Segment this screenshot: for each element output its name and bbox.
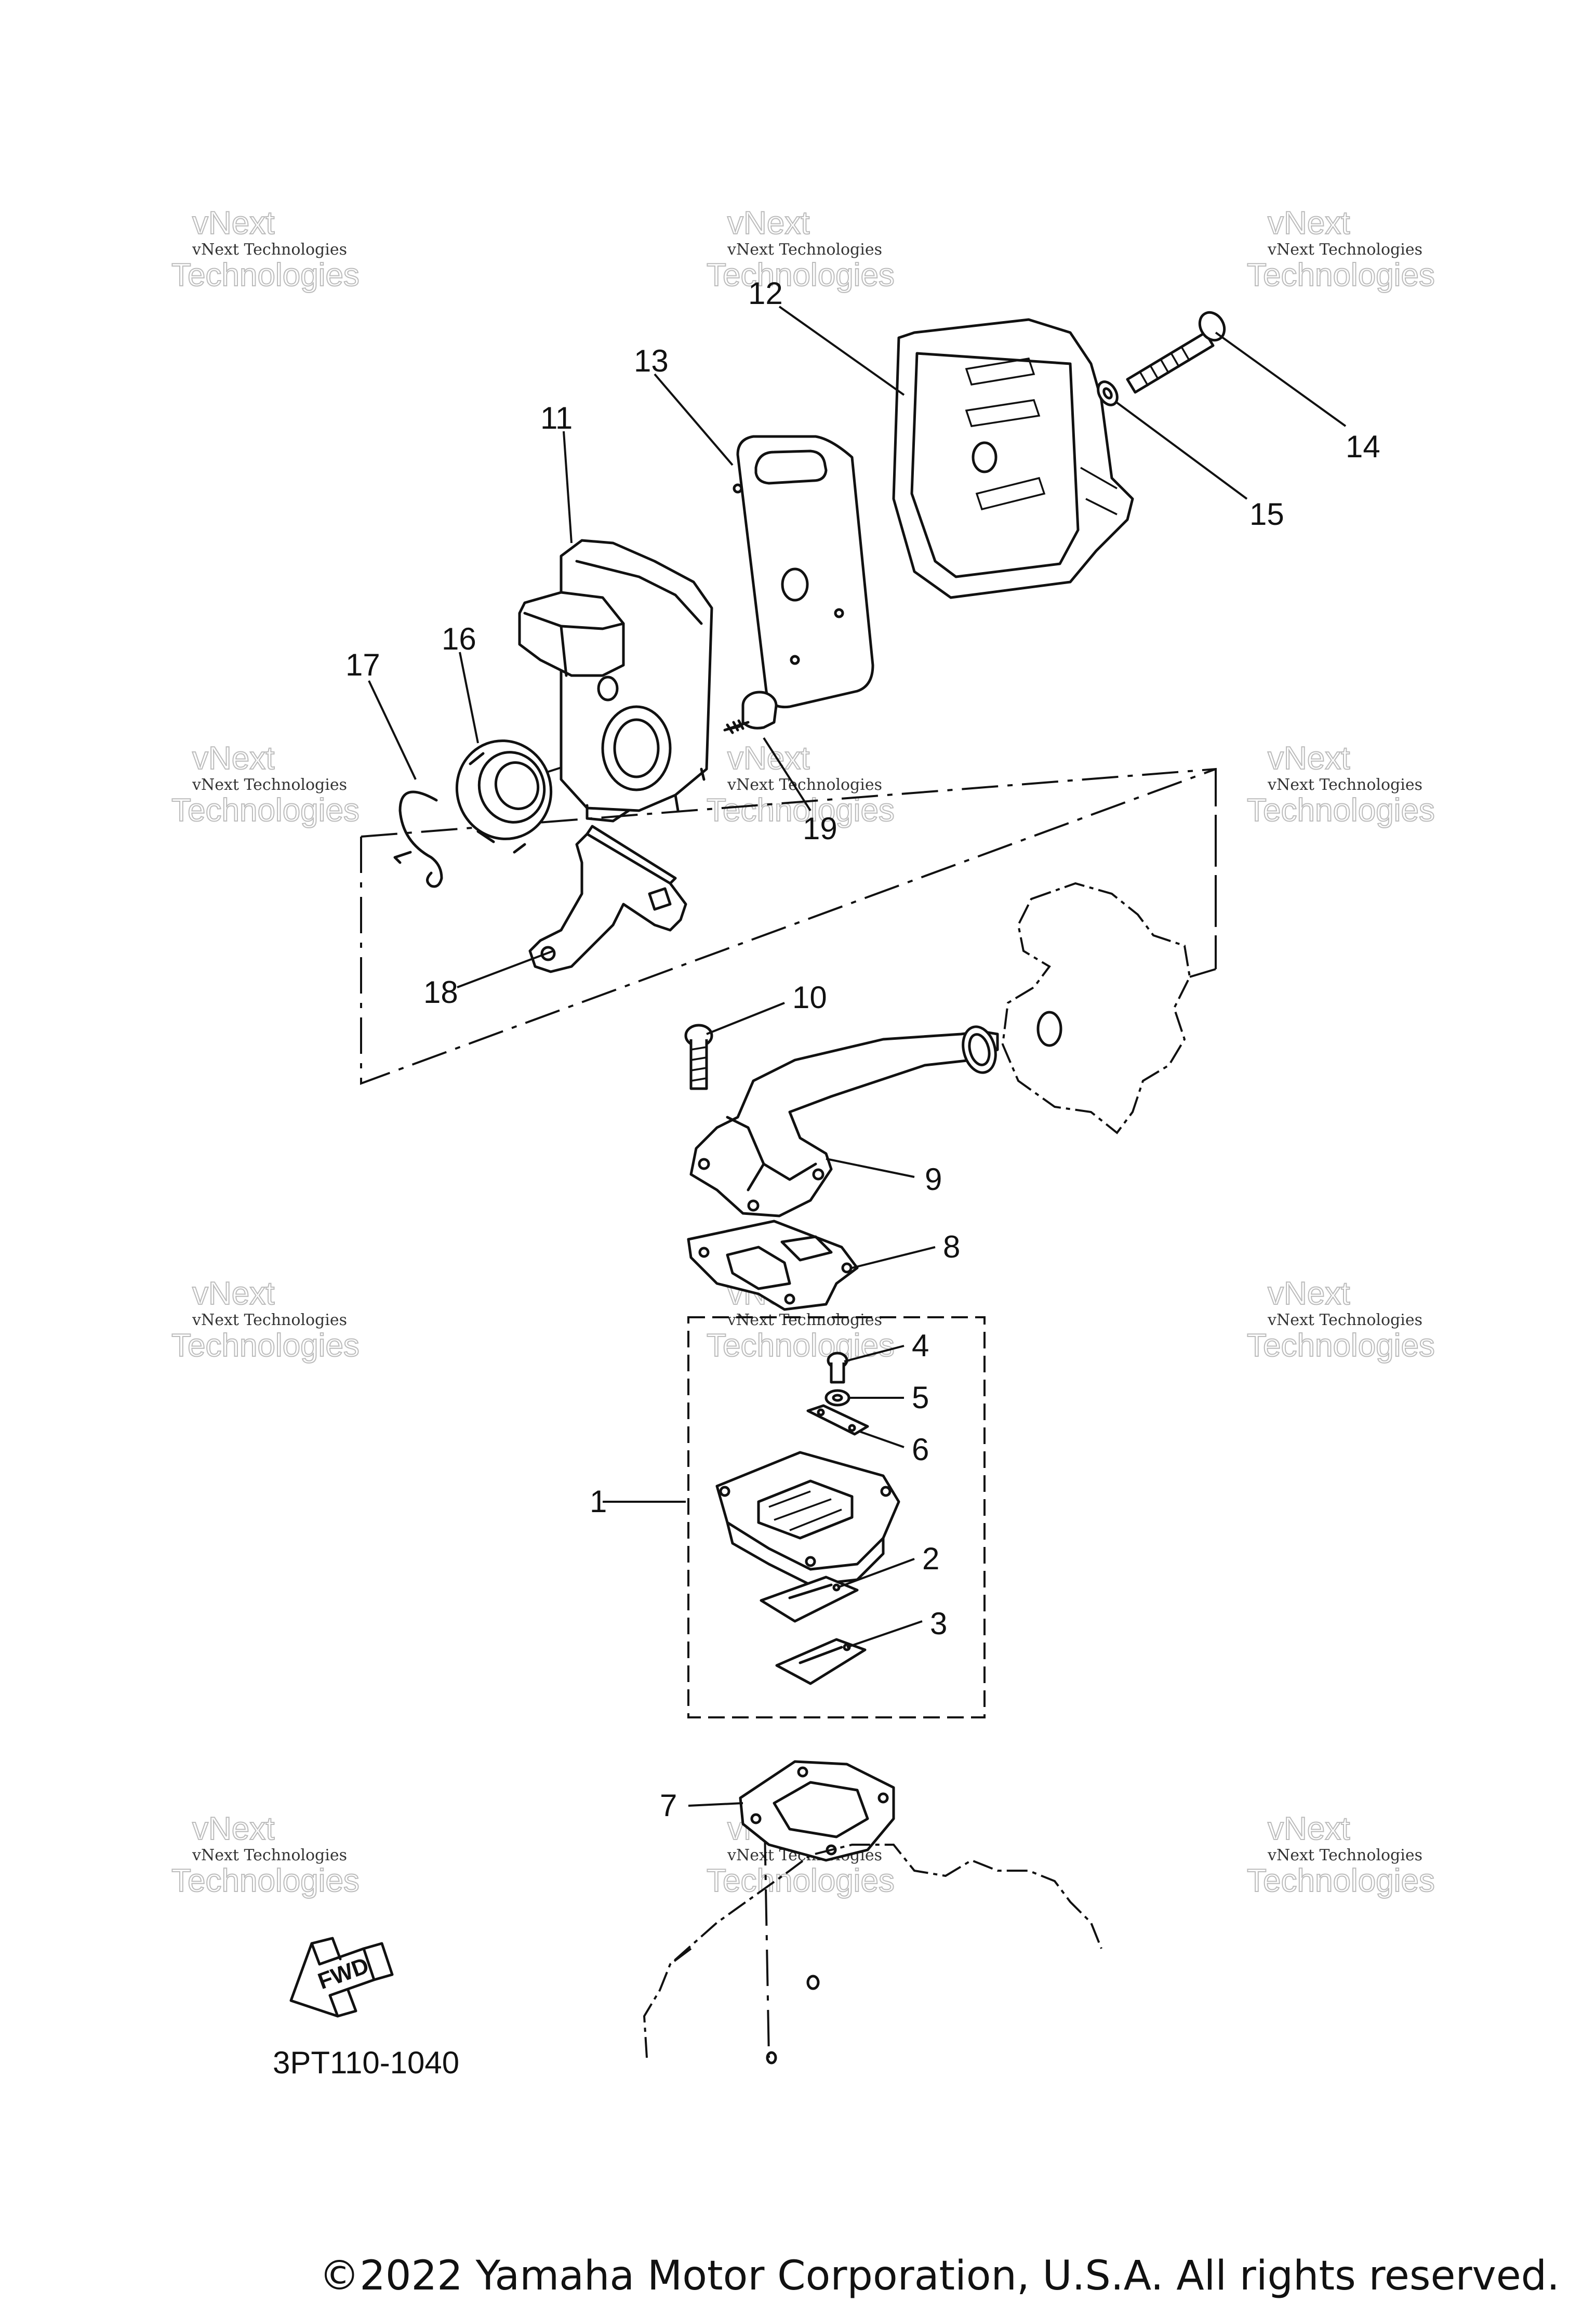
part-label-13: 13	[634, 343, 669, 378]
watermark-text: vNext Technologies	[727, 241, 882, 259]
watermark-technologies: Technologies	[1247, 792, 1435, 828]
watermark-vnext: vNext	[1268, 1811, 1350, 1847]
part-label-11: 11	[540, 401, 573, 435]
part-label-7: 7	[660, 1788, 677, 1823]
part-label-10: 10	[792, 980, 827, 1015]
part-label-5: 5	[912, 1380, 929, 1415]
stopper-6	[806, 1404, 869, 1436]
watermark-text: vNext Technologies	[1267, 1311, 1422, 1329]
watermark-text: vNext Technologies	[1267, 1846, 1422, 1864]
part-label-9: 9	[925, 1162, 942, 1197]
assembly-lines	[360, 725, 1217, 2058]
reed-3	[775, 1638, 867, 1685]
part-label-14: 14	[1346, 429, 1380, 464]
diagram-code: 3PT110-1040	[273, 2045, 459, 2080]
part-label-19: 19	[803, 811, 837, 846]
washer-5	[824, 1389, 850, 1407]
watermark-technologies: Technologies	[1247, 1328, 1435, 1364]
intake-manifold	[689, 1025, 999, 1217]
part-label-4: 4	[912, 1328, 929, 1363]
watermark-vnext: vNext	[192, 1811, 274, 1847]
watermark-technologies: Technologies	[707, 1863, 895, 1899]
gasket-8	[687, 1220, 859, 1311]
watermark-technologies: Technologies	[1247, 1863, 1435, 1899]
watermark-vnext: vNext	[1268, 740, 1350, 776]
phantom-crankcase	[643, 1844, 1102, 2064]
silencer	[518, 539, 713, 823]
watermark-text: vNext Technologies	[1267, 776, 1422, 794]
part-label-18: 18	[423, 975, 458, 1010]
bolt-19	[723, 691, 778, 734]
part-label-15: 15	[1249, 497, 1284, 532]
watermark-text: vNext Technologies	[1267, 241, 1422, 259]
watermark-vnext: vNext	[1268, 1276, 1350, 1312]
watermark-vnext: vNext	[727, 205, 809, 241]
joint-16	[455, 739, 553, 854]
watermark-vnext: vNext	[192, 740, 274, 776]
reed-2	[760, 1576, 859, 1623]
part-label-2: 2	[922, 1541, 939, 1576]
part-label-16: 16	[442, 621, 476, 656]
part-label-8: 8	[943, 1229, 960, 1264]
copyright-notice: ©2022 Yamaha Motor Corporation, U.S.A. A…	[319, 2253, 1560, 2299]
watermark-technologies: Technologies	[1247, 257, 1435, 293]
clip-17	[393, 790, 443, 888]
washer-15	[1097, 380, 1119, 406]
part-label-12: 12	[748, 276, 783, 311]
watermark-technologies: Technologies	[707, 257, 895, 293]
silencer-gasket	[733, 435, 874, 709]
part-label-3: 3	[930, 1606, 947, 1641]
bolt-14	[1126, 311, 1226, 394]
reed-valve-body	[715, 1451, 900, 1586]
leader-lines	[368, 306, 1347, 1807]
watermark-technologies: Technologies	[707, 792, 895, 828]
watermark-technologies: Technologies	[707, 1328, 895, 1364]
gasket-7	[739, 1760, 895, 1862]
watermark-vnext: vNext	[1268, 205, 1350, 241]
part-label-6: 6	[912, 1432, 929, 1467]
watermark-vnext: vNext	[192, 1276, 274, 1312]
watermark-technologies: Technologies	[171, 1863, 360, 1899]
watermark-technologies: Technologies	[171, 1328, 360, 1364]
watermark-text: vNext Technologies	[192, 776, 347, 794]
watermark-text: vNext Technologies	[727, 1311, 882, 1329]
watermark-text: vNext Technologies	[192, 1311, 347, 1329]
watermark-text: vNext Technologies	[727, 776, 882, 794]
watermark-text: vNext Technologies	[192, 241, 347, 259]
fwd-arrow: FWD	[289, 1937, 394, 2018]
screw-10	[684, 1024, 713, 1090]
part-label-1: 1	[590, 1484, 607, 1519]
part-label-17: 17	[345, 647, 380, 682]
watermark-technologies: Technologies	[171, 257, 360, 293]
phantom-carburetor	[1001, 882, 1191, 1134]
watermark-vnext: vNext	[192, 205, 274, 241]
bracket-18	[528, 825, 687, 973]
reed-valve-assembly-box	[687, 1316, 986, 1718]
part-labels: 11 13 12 14 15 16 17 19 18 10 9 8 4 5 6 …	[345, 276, 1380, 1823]
watermark-text: vNext Technologies	[192, 1846, 347, 1864]
watermark-technologies: Technologies	[171, 792, 360, 828]
screw-4	[827, 1352, 848, 1384]
silencer-case	[892, 318, 1134, 599]
